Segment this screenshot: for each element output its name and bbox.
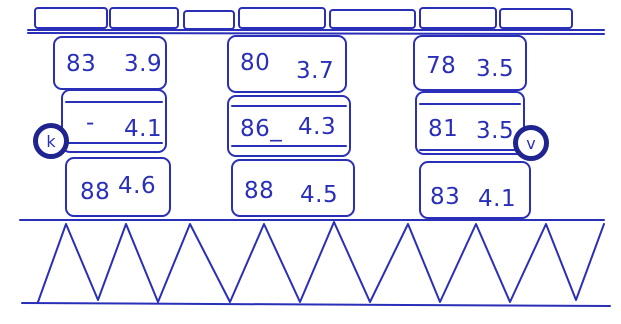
top-brick-row xyxy=(35,8,572,29)
cell-c3-r3-b: 4.1 xyxy=(478,188,516,211)
cell-c2-r3-a: 88 xyxy=(244,180,274,203)
top-brick xyxy=(110,8,178,28)
cell-c1-r3-a: 88 xyxy=(80,181,110,204)
cell-c2-r2-b: 4.3 xyxy=(298,116,336,139)
top-brick xyxy=(239,8,325,28)
top-line-2 xyxy=(28,33,604,34)
cell-c3-r2-a: 81 xyxy=(428,118,458,141)
zigzag-truss xyxy=(38,222,604,302)
top-brick xyxy=(420,8,496,28)
cell-c3-r1-a: 78 xyxy=(426,55,456,78)
cell-c1-r2-a: - xyxy=(86,112,95,135)
cell-c1-r2-b: 4.1 xyxy=(124,118,162,141)
marker-right: v xyxy=(513,125,549,161)
cell-c2-r3-b: 4.5 xyxy=(300,184,338,207)
cell-c3-r2-b: 3.5 xyxy=(476,120,514,143)
marker-left: k xyxy=(33,123,69,159)
top-brick xyxy=(184,11,234,29)
cell-c2-r1-b: 3.7 xyxy=(296,60,334,83)
top-brick xyxy=(500,9,572,28)
marker-left-label: k xyxy=(46,132,55,151)
cell-c2-r2-a: 86_ xyxy=(240,118,282,141)
cell-c1-r3-b: 4.6 xyxy=(118,175,156,198)
cell-c2-r1-a: 80 xyxy=(240,52,270,75)
top-brick xyxy=(330,10,415,28)
top-brick xyxy=(35,8,107,28)
bottom-line xyxy=(22,303,610,306)
cell-c3-r3-a: 83 xyxy=(430,186,460,209)
marker-right-label: v xyxy=(526,134,535,153)
cell-c3-r1-b: 3.5 xyxy=(476,58,514,81)
cell-c1-r1-b: 3.9 xyxy=(124,53,162,76)
cell-c1-r1-a: 83 xyxy=(66,53,96,76)
